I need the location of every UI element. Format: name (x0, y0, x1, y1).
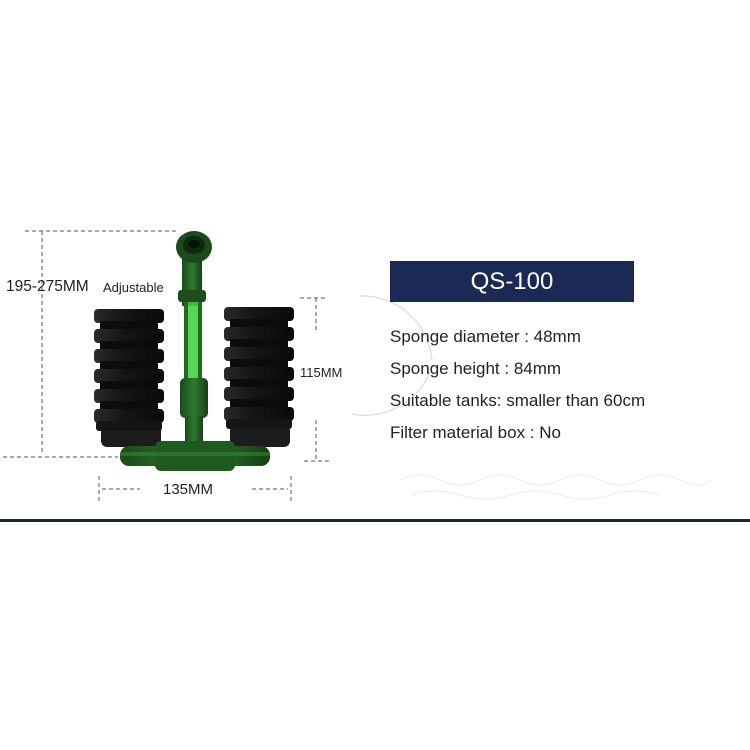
spec-filter-material-box: Filter material box : No (390, 423, 561, 442)
left-sponge (94, 309, 164, 447)
lift-tube (176, 231, 212, 446)
dimension-lines (3, 230, 330, 502)
section-divider (0, 519, 750, 522)
sponge-height-dimension: 115MM (300, 365, 343, 380)
spec-sponge-height: Sponge height : 84mm (390, 359, 562, 378)
model-name: QS-100 (470, 267, 554, 295)
adjustable-label: Adjustable (103, 280, 164, 295)
width-dimension: 135MM (163, 481, 214, 498)
watermark-scribble (399, 474, 711, 500)
right-sponge (224, 307, 294, 447)
watermark-circle (351, 295, 433, 416)
height-range-label: 195-275MM (6, 278, 89, 295)
model-title-bar: QS-100 (390, 261, 634, 302)
spec-sponge-diameter: Sponge diameter : 48mm (390, 327, 581, 346)
base-pipe (120, 441, 270, 471)
spec-suitable-tanks: Suitable tanks: smaller than 60cm (390, 391, 646, 410)
